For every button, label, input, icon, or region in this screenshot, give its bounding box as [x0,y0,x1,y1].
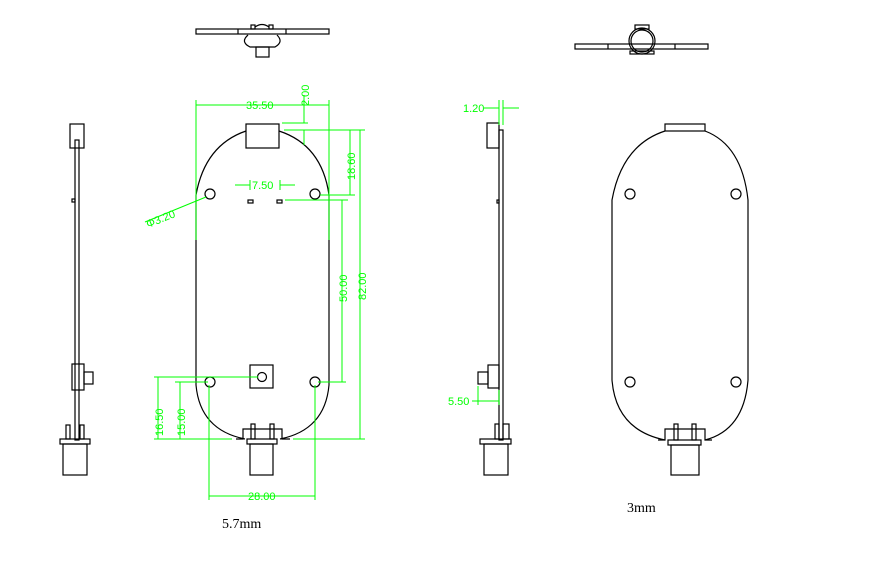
caption-right: 3mm [627,501,656,516]
right-board-view [611,123,749,476]
left-dimensions: 35.50 2.00 18.60 7.50 Φ3.20 50.00 82.00 … [145,85,369,503]
left-board-view [195,123,330,476]
right-top-view [574,24,709,55]
dim-hole-top: 18.60 [346,152,358,180]
dim-board-thickness: 1.20 [463,103,484,115]
left-side-view [59,123,94,476]
caption-left: 5.7mm [222,517,262,532]
dim-tab-offset: 2.00 [300,85,312,106]
dim-total-length: 82.00 [357,272,369,300]
dim-hole-diameter: Φ3.20 [145,208,177,230]
dim-width: 35.50 [246,100,274,112]
right-side-view: 1.20 5.50 [448,100,519,476]
dim-hole-bottom-2: 15.00 [176,408,188,436]
dim-hole-vertical: 50.00 [338,274,350,302]
dim-pad-spacing: 7.50 [252,180,273,192]
left-top-view [195,23,330,58]
dim-hole-horizontal: 28.00 [248,491,276,503]
dim-component-offset: 5.50 [448,396,469,408]
dim-hole-bottom: 16.50 [154,408,166,436]
